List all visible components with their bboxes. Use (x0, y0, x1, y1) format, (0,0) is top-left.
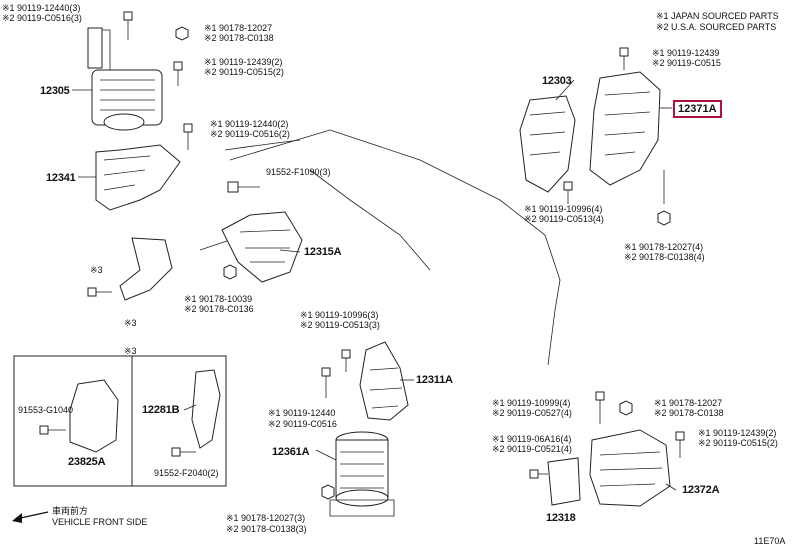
part-12372A-mount (589, 429, 671, 507)
callout-x3-b: ※3 (124, 318, 137, 328)
bolt-icon (183, 123, 193, 150)
callout-r3-2: ※2 90178-C0138(4) (624, 252, 705, 262)
part-label-12361A[interactable]: 12361A (272, 446, 310, 458)
callout-b2-2: ※2 90178-C0138 (654, 408, 724, 418)
callout-c3-1: ※1 90178-12027(3) (226, 513, 306, 523)
diagram-code: 11E70A (754, 536, 786, 546)
nut-icon (619, 400, 633, 416)
callout-tl-1: ※1 90119-12440(3) (2, 3, 81, 13)
callout-b3-1: ※1 90119-06A16(4) (492, 434, 572, 444)
bolt-icon (87, 287, 112, 297)
bolt-icon (619, 47, 629, 70)
bolt-icon (595, 391, 605, 424)
callout-n1-2: ※2 90178-C0136 (184, 304, 254, 314)
legend-japan: ※1 JAPAN SOURCED PARTS (656, 11, 779, 21)
callout-c2-2: ※2 90119-C0516 (268, 419, 337, 429)
part-label-12281B[interactable]: 12281B (142, 404, 180, 416)
callout-m1-2: ※2 90119-C0516(2) (210, 129, 290, 139)
inset-box-x3 (13, 355, 227, 487)
bolt-icon (675, 431, 685, 458)
part-12315A-bracket (221, 211, 303, 283)
callout-n1-1: ※1 90178-10039 (184, 294, 253, 304)
callout-r3-1: ※1 90178-12027(4) (624, 242, 704, 252)
callout-c1-1: ※1 90119-10996(3) (300, 310, 379, 320)
part-12305-mount (87, 27, 163, 131)
part-12361A-mount (329, 431, 395, 517)
callout-r2-1: ※1 90119-10996(4) (524, 204, 603, 214)
part-label-12311A[interactable]: 12311A (416, 374, 453, 386)
bolt-icon (529, 469, 548, 479)
callout-r1-1: ※1 90119-12439 (652, 48, 720, 58)
callout-c3-2: ※2 90178-C0138(3) (226, 524, 307, 534)
bolt-icon (39, 425, 66, 435)
callout-c1-2: ※2 90119-C0513(3) (300, 320, 380, 330)
callout-t1-2: ※2 90178-C0138 (204, 33, 274, 43)
bolt-icon (171, 447, 196, 457)
part-12303-bracket (519, 95, 576, 193)
front-label-en: VEHICLE FRONT SIDE (52, 517, 148, 527)
callout-t1-1: ※1 90178-12027 (204, 23, 273, 33)
bolt-icon (341, 349, 351, 372)
bolt-icon (321, 367, 331, 398)
callout-b2-1: ※1 90178-12027 (654, 398, 723, 408)
callout-b3-2: ※2 90119-C0521(4) (492, 444, 572, 454)
part-label-12305[interactable]: 12305 (40, 85, 70, 97)
part-12341-bracket (95, 144, 181, 211)
callout-box-2: 91552-F2040(2) (154, 468, 219, 478)
part-label-12372A[interactable]: 12372A (682, 484, 720, 496)
engine-outline (229, 129, 561, 366)
vehicle-front-arrow-icon (12, 511, 49, 523)
bolt-icon (227, 181, 260, 193)
part-12311A-bracket (359, 341, 409, 421)
callout-t2-1: ※1 90119-12439(2) (204, 57, 283, 67)
callout-x3-a: ※3 (90, 265, 103, 275)
part-label-12303[interactable]: 12303 (542, 75, 572, 87)
legend-usa: ※2 U.S.A. SOURCED PARTS (656, 22, 777, 32)
part-label-23825A[interactable]: 23825A (68, 456, 106, 468)
callout-tl-2: ※2 90119-C0516(3) (2, 13, 82, 23)
callout-c2-1: ※1 90119-12440 (268, 408, 336, 418)
bolt-icon (563, 181, 573, 204)
nut-icon (321, 484, 335, 500)
callout-x3-box: ※3 (124, 346, 137, 356)
part-12281B-bracket (191, 369, 221, 449)
part-label-12315A[interactable]: 12315A (304, 246, 342, 258)
callout-r2-2: ※2 90119-C0513(4) (524, 214, 604, 224)
part-12318-bracket (547, 457, 581, 506)
callout-b1-1: ※1 90119-10999(4) (492, 398, 571, 408)
callout-b1-2: ※2 90119-C0527(4) (492, 408, 572, 418)
callout-b4-1: ※1 90119-12439(2) (698, 428, 777, 438)
part-x3-clip (119, 237, 173, 301)
part-23825A-bracket (69, 379, 119, 453)
callout-m2: 91552-F1090(3) (266, 167, 331, 177)
callout-box-1: 91553-G1040 (18, 405, 74, 415)
callout-b4-2: ※2 90119-C0515(2) (698, 438, 778, 448)
nut-icon (223, 264, 237, 280)
bolt-icon (173, 61, 183, 86)
nut-icon (175, 26, 189, 41)
nut-icon (657, 210, 671, 226)
part-12371A-mount (589, 71, 665, 204)
bolt-icon (123, 11, 133, 40)
callout-m1-1: ※1 90119-12440(2) (210, 119, 289, 129)
front-label-jp: 車両前方 (52, 506, 89, 516)
part-label-12341[interactable]: 12341 (46, 172, 76, 184)
callout-r1-2: ※2 90119-C0515 (652, 58, 721, 68)
part-label-12318[interactable]: 12318 (546, 512, 576, 524)
part-label-12371A-highlight[interactable]: 12371A (673, 100, 722, 118)
callout-t2-2: ※2 90119-C0515(2) (204, 67, 284, 77)
